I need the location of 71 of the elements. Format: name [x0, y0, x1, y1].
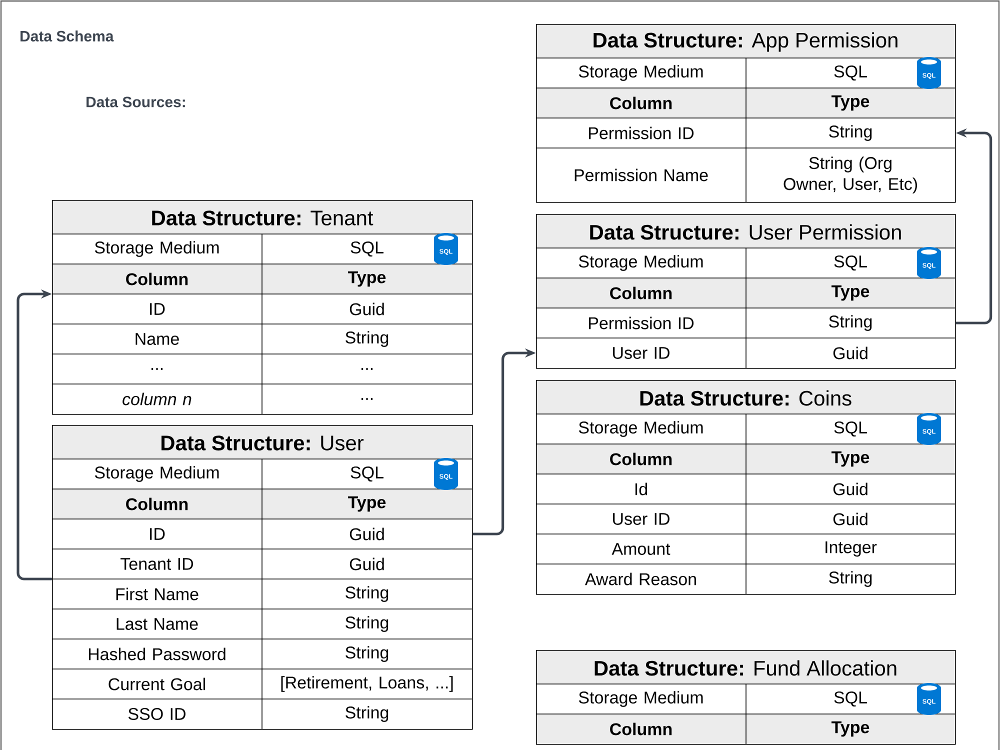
- column-header: Type: [832, 721, 870, 737]
- cell-text: Storage Medium: [578, 691, 703, 707]
- cell-text: ...: [151, 368, 163, 370]
- cell-text: User ID: [613, 513, 670, 525]
- table-title: Data Structure: Coins: [640, 390, 852, 406]
- cell-text: Id: [636, 482, 647, 496]
- cell-text: Storage Medium: [578, 255, 703, 271]
- cell-text: Storage Medium: [578, 421, 703, 437]
- column-header: Type: [348, 271, 386, 287]
- column-header: Type: [348, 496, 386, 512]
- column-header: Column: [610, 452, 672, 466]
- cell-text: SQL: [350, 466, 384, 482]
- cell-text: String (Org Owner, User, Etc): [784, 156, 917, 194]
- cell-text: column n: [122, 392, 192, 406]
- diagram-title: Data Schema: [20, 30, 114, 42]
- cell-text: SQL: [350, 241, 384, 257]
- cell-text: ...: [361, 368, 373, 370]
- cell-text: Last Name: [116, 618, 198, 630]
- cell-text: String: [346, 331, 388, 347]
- connector-arrow: [16, 289, 52, 580]
- column-header: Column: [126, 272, 188, 286]
- cell-text: Hashed Password: [88, 648, 226, 660]
- cell-text: Award Reason: [584, 572, 696, 586]
- cell-text: String: [346, 706, 388, 722]
- cell-text: ...: [361, 398, 373, 400]
- cell-text: Guid: [833, 482, 868, 496]
- cell-text: Amount: [612, 543, 670, 555]
- cell-text: SSO ID: [128, 708, 186, 720]
- column-header: Column: [126, 498, 188, 510]
- table-title: Data Structure: App Permission: [594, 32, 898, 52]
- table-title: Data Structure: Fund Allocation: [594, 660, 896, 676]
- cell-text: Current Goal: [108, 678, 205, 690]
- column-header: Type: [832, 95, 870, 111]
- column-header: Column: [610, 96, 672, 110]
- section-label: Data Sources:: [86, 96, 185, 108]
- column-header: Type: [832, 285, 870, 301]
- cell-text: String: [346, 646, 388, 662]
- cell-text: Permission Name: [574, 168, 708, 182]
- cell-text: Tenant ID: [120, 558, 194, 570]
- cell-text: Integer: [826, 541, 877, 557]
- table-title: Data Structure: Tenant: [152, 210, 374, 226]
- cell-text: String: [829, 315, 872, 331]
- cell-text: String: [829, 125, 872, 141]
- column-header: Type: [832, 451, 870, 467]
- cell-text: Guid: [350, 302, 384, 316]
- cell-text: SQL: [834, 691, 867, 707]
- cell-text: Storage Medium: [578, 65, 703, 81]
- cell-text: Guid: [350, 528, 384, 540]
- cell-text: String: [829, 571, 872, 587]
- cell-text: SQL: [834, 421, 867, 437]
- column-header: Column: [610, 286, 672, 300]
- cell-text: Permission ID: [589, 126, 694, 140]
- cell-text: Storage Medium: [94, 466, 219, 482]
- cell-text: Name: [136, 333, 179, 345]
- cell-text: Guid: [833, 512, 868, 526]
- cell-text: ID: [150, 303, 165, 315]
- cell-text: String: [346, 586, 388, 602]
- cell-text: First Name: [116, 588, 198, 600]
- cell-text: User ID: [613, 347, 670, 359]
- cell-text: Guid: [350, 558, 384, 570]
- cell-text: SQL: [834, 255, 867, 271]
- cell-text: String: [346, 616, 388, 632]
- cell-text: [Retirement, Loans, ...]: [281, 676, 453, 692]
- table-title: Data Structure: User: [162, 436, 364, 450]
- cell-text: Storage Medium: [94, 241, 219, 257]
- table-title: Data Structure: User Permission: [590, 224, 901, 240]
- cell-text: Permission ID: [589, 316, 694, 330]
- cell-text: SQL: [834, 65, 867, 81]
- cell-text: ID: [150, 528, 165, 540]
- cell-text: Guid: [833, 346, 868, 360]
- column-header: Column: [610, 722, 672, 736]
